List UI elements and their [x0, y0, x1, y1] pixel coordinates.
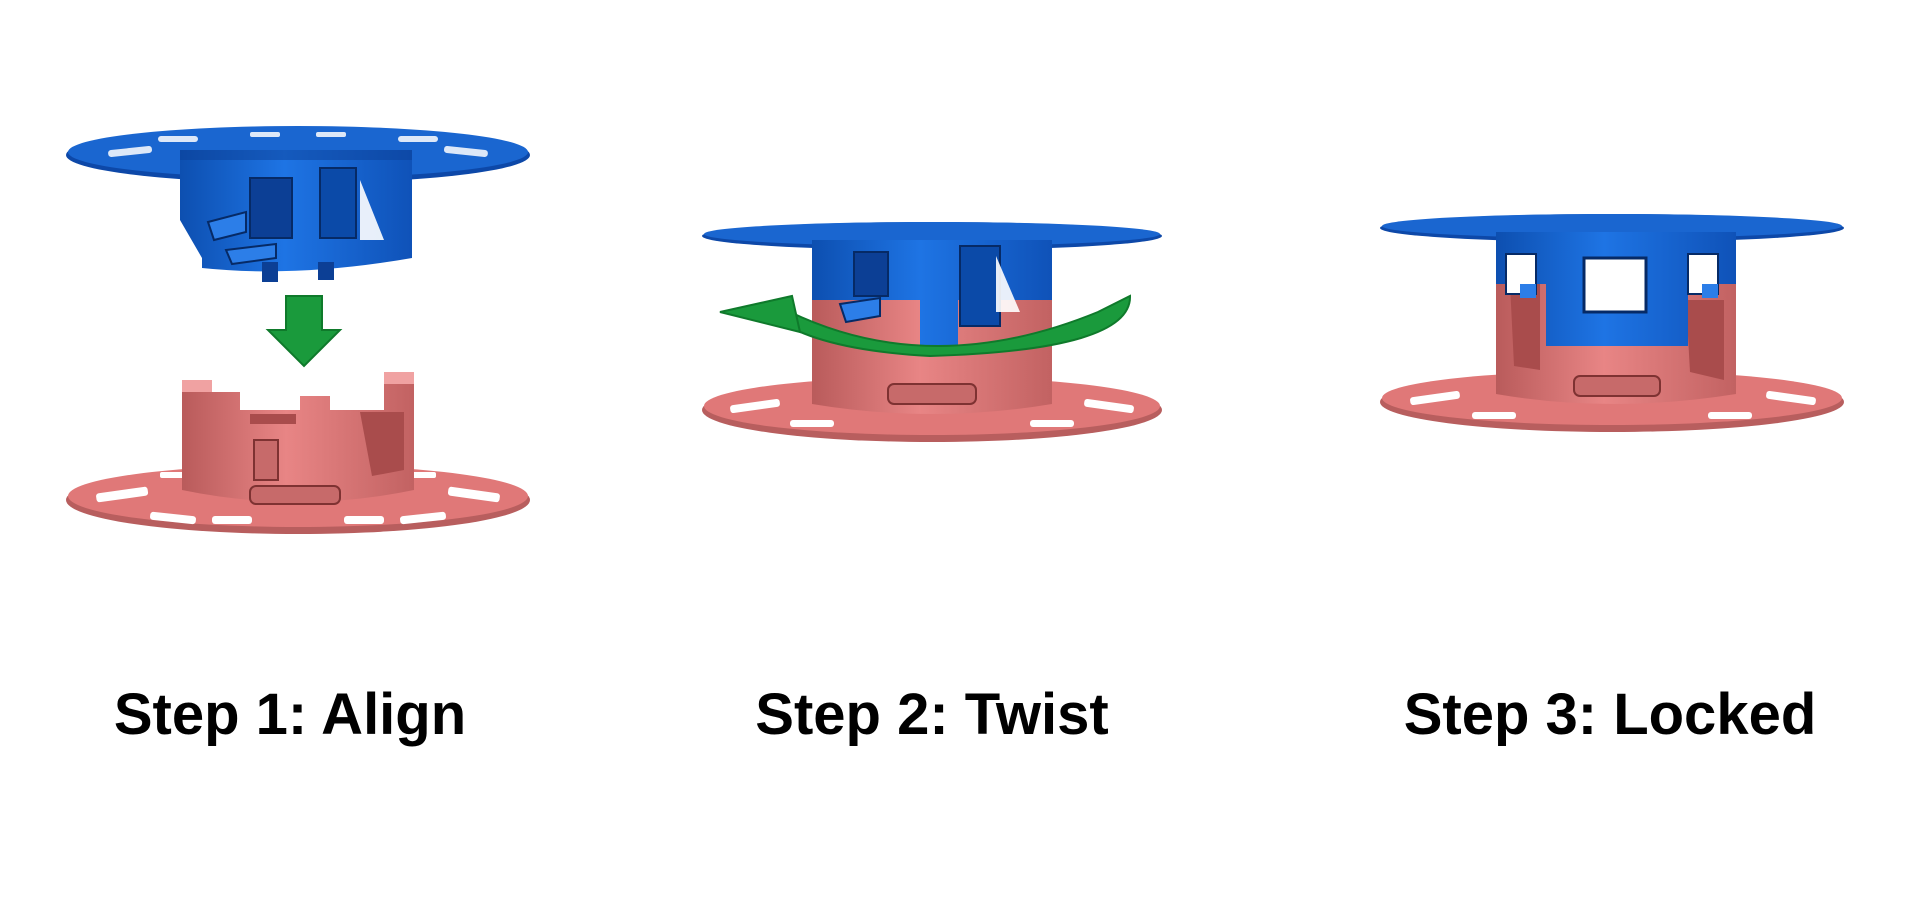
- curved-rotate-arrow-icon: [719, 294, 1132, 358]
- step-3-top-part: [1380, 214, 1844, 346]
- step-1-bottom-part: [66, 372, 530, 534]
- step-1-illustration: [66, 126, 530, 534]
- step-3-illustration: [1380, 214, 1844, 432]
- step-3-label: Step 3: Locked: [1403, 682, 1817, 747]
- step-2-label: Step 2: Twist: [755, 682, 1109, 747]
- step-2-illustration: [702, 222, 1162, 442]
- step-2-top-part: [702, 222, 1162, 352]
- step-1-top-part: [66, 126, 530, 282]
- step-1-label: Step 1: Align: [113, 682, 467, 747]
- down-arrow-icon: [265, 295, 343, 368]
